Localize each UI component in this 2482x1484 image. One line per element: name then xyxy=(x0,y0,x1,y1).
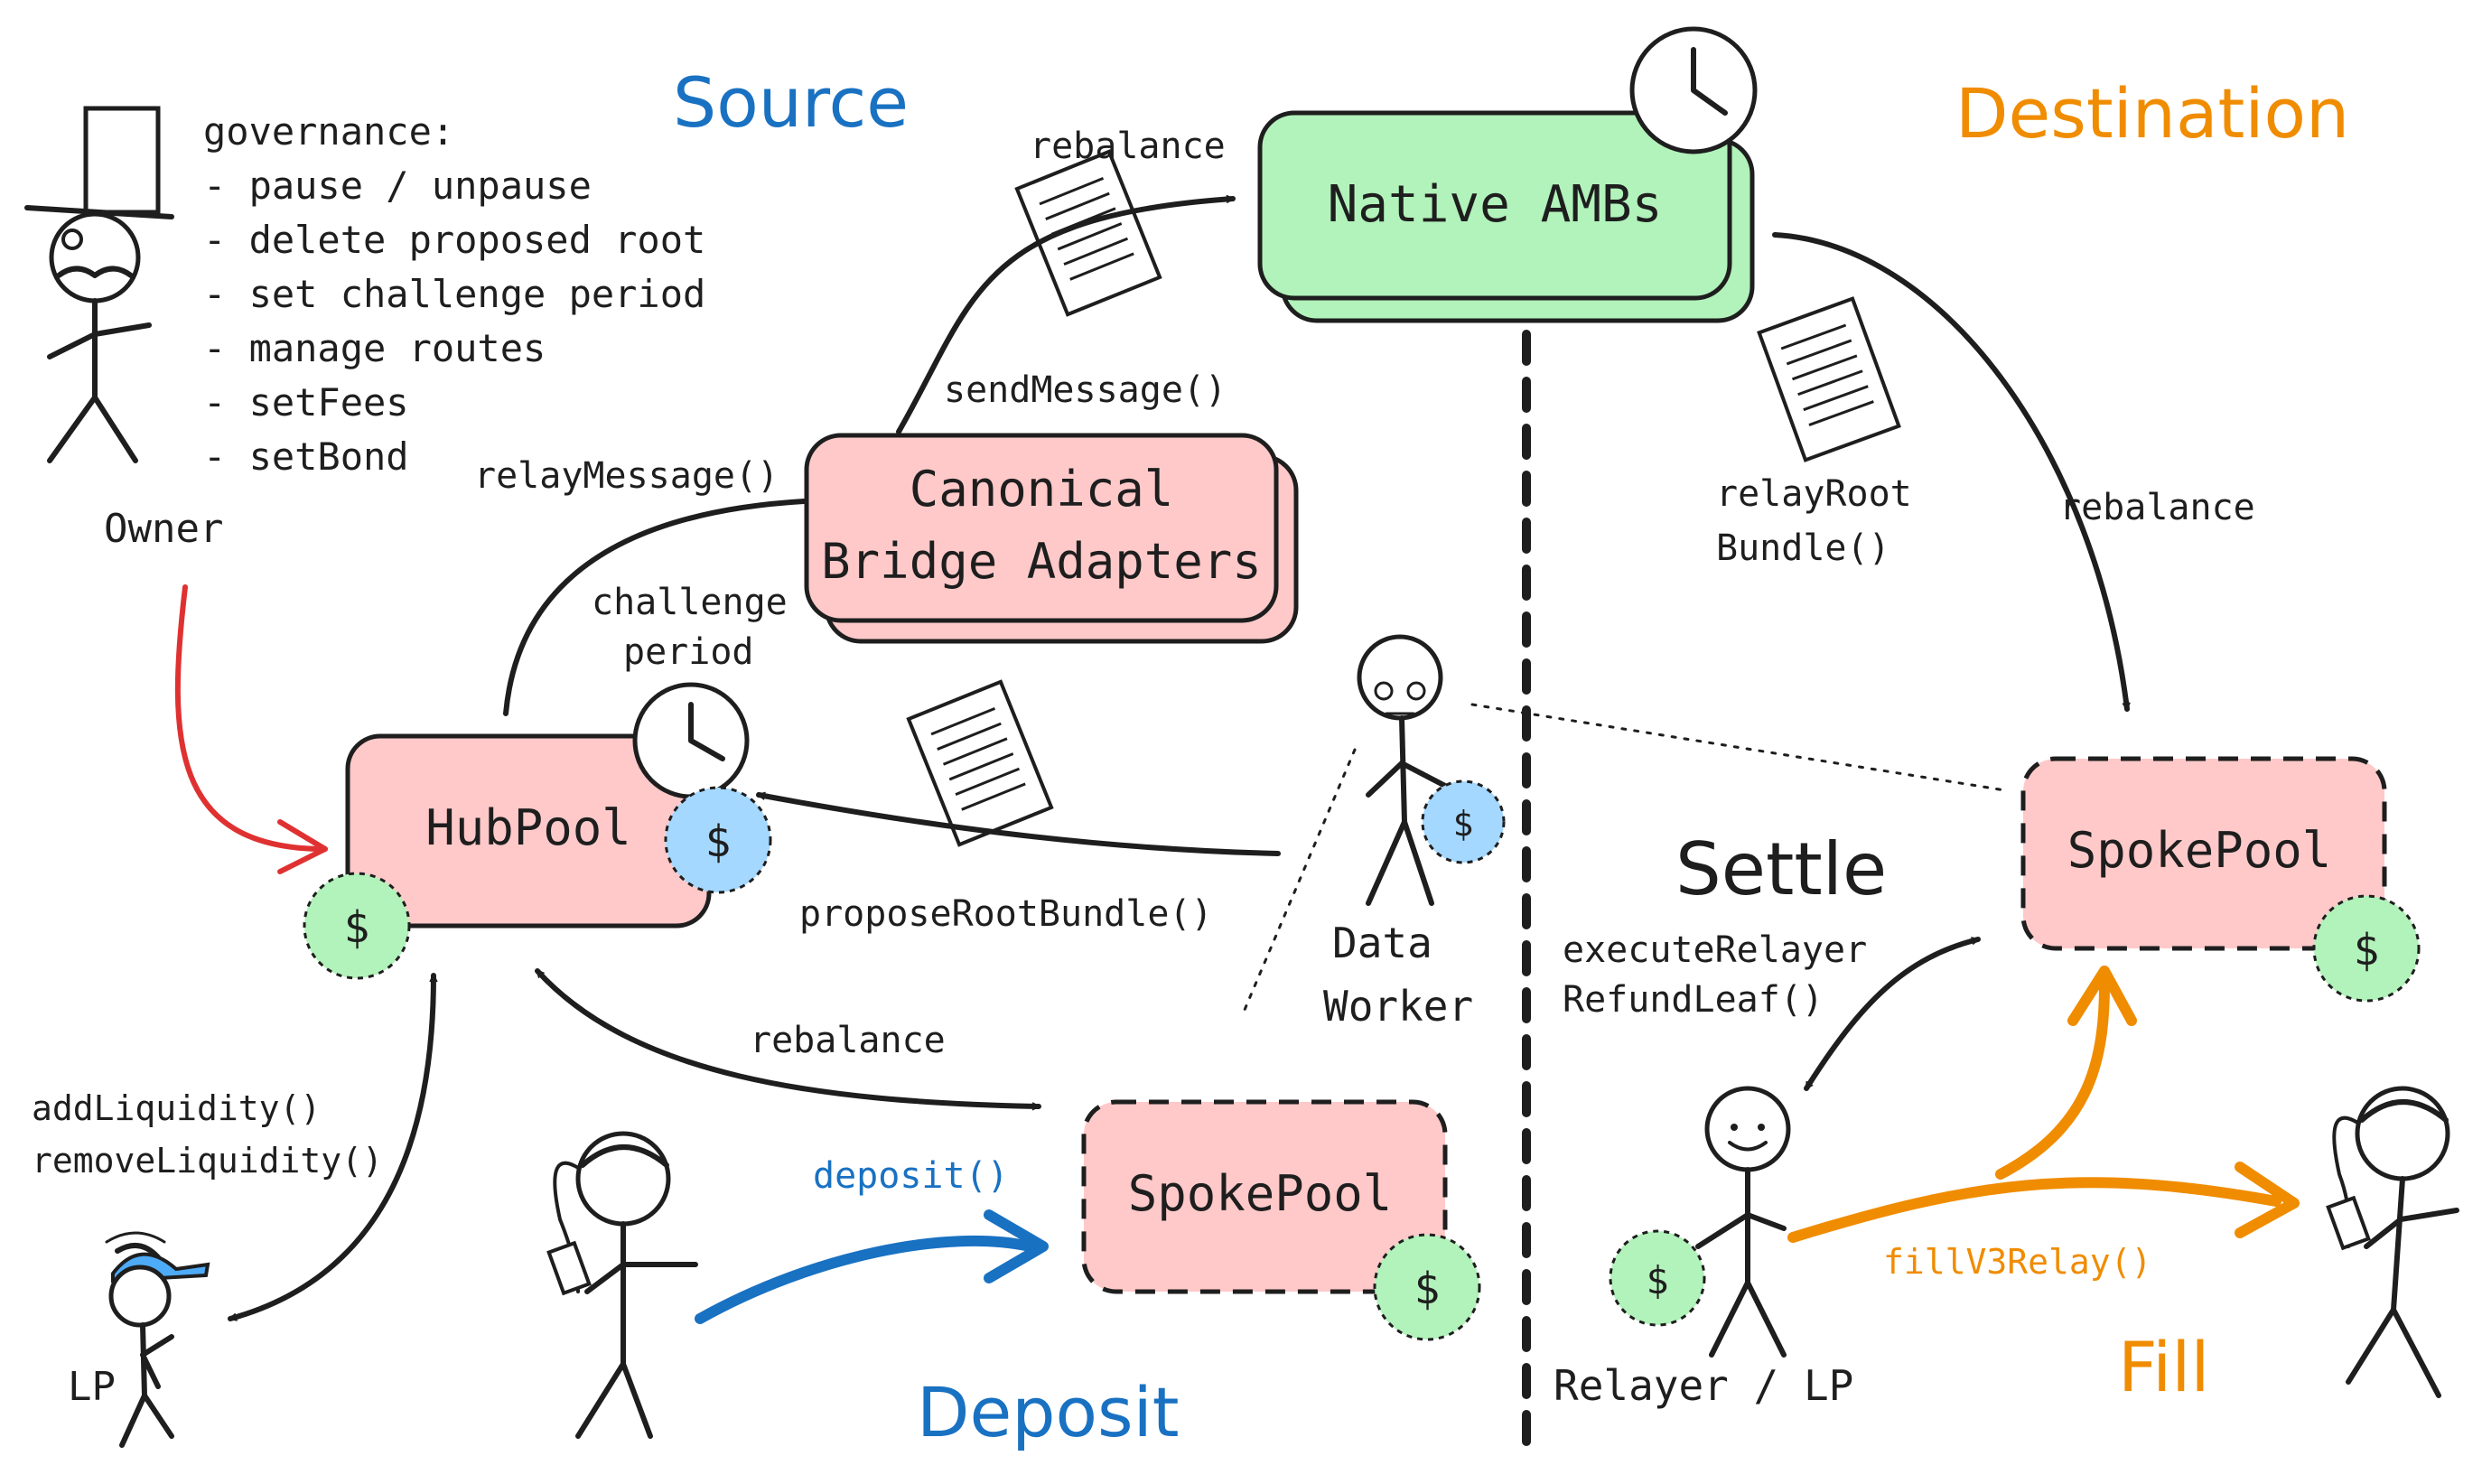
document-icon xyxy=(906,679,1054,847)
coin-icon: $ xyxy=(303,872,411,980)
coin-symbol: $ xyxy=(1453,804,1474,844)
data-worker-figure xyxy=(1357,634,1448,906)
governance-title: governance: xyxy=(203,109,454,154)
challenge-period-label-line2: period xyxy=(623,631,754,673)
deposit-arrow xyxy=(695,1235,1035,1324)
rebalance-right-label: rebalance xyxy=(2059,487,2255,528)
ambs-to-dest-spokepool-arrow xyxy=(1772,232,2127,712)
spokepool-destination-node: SpokePool xyxy=(2020,756,2387,951)
source-title: Source xyxy=(673,62,909,143)
governance-item: - delete proposed root xyxy=(203,218,705,262)
add-liquidity-label: addLiquidity() xyxy=(32,1088,321,1128)
owner-arrow-head xyxy=(277,819,328,874)
coin-icon: $ xyxy=(664,786,772,894)
relay-root-label-line2: Bundle() xyxy=(1716,527,1890,569)
native-ambs-label: Native AMBs xyxy=(1328,175,1663,234)
hubpool-label: HubPool xyxy=(425,799,631,856)
rebalance-top-label: rebalance xyxy=(1030,126,1226,167)
data-worker-dotted-left xyxy=(1240,748,1357,1018)
governance-item: - setBond xyxy=(203,434,409,479)
owner-figure xyxy=(24,106,174,463)
spokepool-source-node: SpokePool xyxy=(1081,1099,1448,1294)
data-worker-dotted-right xyxy=(1470,703,2007,792)
coin-icon: $ xyxy=(1421,779,1506,864)
deposit-call-label: deposit() xyxy=(813,1155,1009,1197)
coin-symbol: $ xyxy=(344,902,370,953)
coin-symbol: $ xyxy=(705,817,732,867)
top-hat-icon xyxy=(24,106,174,219)
execute-refund-label-line1: executeRelayer xyxy=(1563,929,1867,971)
coin-symbol: $ xyxy=(1646,1258,1668,1302)
native-ambs-node: Native AMBs xyxy=(1257,110,1755,323)
canonical-label-line2: Bridge Adapters xyxy=(821,533,1262,590)
fill-to-spokepool-arrow xyxy=(1995,979,2110,1180)
fill-arrow xyxy=(1787,1177,2281,1243)
governance-item: - manage routes xyxy=(203,326,546,370)
remove-liquidity-label: removeLiquidity() xyxy=(32,1141,383,1181)
spokepool-destination-label: SpokePool xyxy=(2067,822,2332,879)
governance-item: - set challenge period xyxy=(203,272,705,316)
hubpool-spokepool-rebalance-arrow xyxy=(535,968,1041,1106)
spokepool-source-label: SpokePool xyxy=(1128,1165,1393,1222)
coin-icon: $ xyxy=(2312,894,2421,1003)
data-worker-label-line1: Data xyxy=(1332,919,1432,967)
relay-root-label-line1: relayRoot xyxy=(1716,473,1912,515)
owner-label: Owner xyxy=(104,506,223,552)
relay-message-label: relayMessage() xyxy=(474,455,779,497)
coin-symbol: $ xyxy=(1414,1264,1441,1314)
relayer-label: Relayer / LP xyxy=(1554,1361,1853,1410)
clock-icon xyxy=(632,682,750,799)
coin-icon: $ xyxy=(1609,1229,1706,1327)
governance-list: - pause / unpause - delete proposed root -… xyxy=(203,163,705,479)
fill-arrow-head xyxy=(2235,1162,2300,1238)
propose-root-label: proposeRootBundle() xyxy=(799,893,1213,935)
fill-title: Fill xyxy=(2118,1327,2210,1407)
owner-to-hubpool-arrow xyxy=(174,584,328,852)
document-icon xyxy=(1014,149,1162,317)
recipient-figure xyxy=(2326,1086,2459,1398)
deposit-title: Deposit xyxy=(917,1372,1180,1452)
hubpool-to-adapters-line xyxy=(503,499,807,716)
lp-label: LP xyxy=(68,1364,116,1410)
lp-hubpool-arrow xyxy=(228,973,434,1321)
relayer-figure xyxy=(1695,1086,1791,1358)
depositor-figure xyxy=(546,1131,698,1439)
coin-icon: $ xyxy=(1373,1233,1481,1341)
rebalance-middle-label: rebalance xyxy=(750,1020,946,1061)
propose-root-arrow xyxy=(756,795,1281,856)
execute-refund-label-line2: RefundLeaf() xyxy=(1563,979,1824,1021)
settle-title: Settle xyxy=(1675,827,1887,911)
lp-figure xyxy=(105,1231,210,1448)
deposit-arrow-head xyxy=(984,1209,1049,1283)
rebalance-to-ambs-arrow xyxy=(896,199,1236,434)
clock-icon xyxy=(1629,26,1758,154)
fill-to-spokepool-arrow-head xyxy=(2067,966,2137,1026)
challenge-period-label-line1: challenge xyxy=(592,582,788,623)
canonical-bridge-adapters-node: Canonical Bridge Adapters xyxy=(804,433,1299,644)
fill-call-label: fillV3Relay() xyxy=(1883,1242,2151,1282)
coin-symbol: $ xyxy=(2354,925,2380,975)
destination-title: Destination xyxy=(1955,73,2349,154)
governance-item: - pause / unpause xyxy=(203,163,592,208)
governance-item: - setFees xyxy=(203,380,409,425)
canonical-label-line1: Canonical xyxy=(910,461,1174,518)
data-worker-label-line2: Worker xyxy=(1323,982,1473,1031)
document-icon xyxy=(1757,296,1901,462)
send-message-label: sendMessage() xyxy=(944,369,1227,411)
execute-refund-arrow xyxy=(1804,937,1981,1091)
